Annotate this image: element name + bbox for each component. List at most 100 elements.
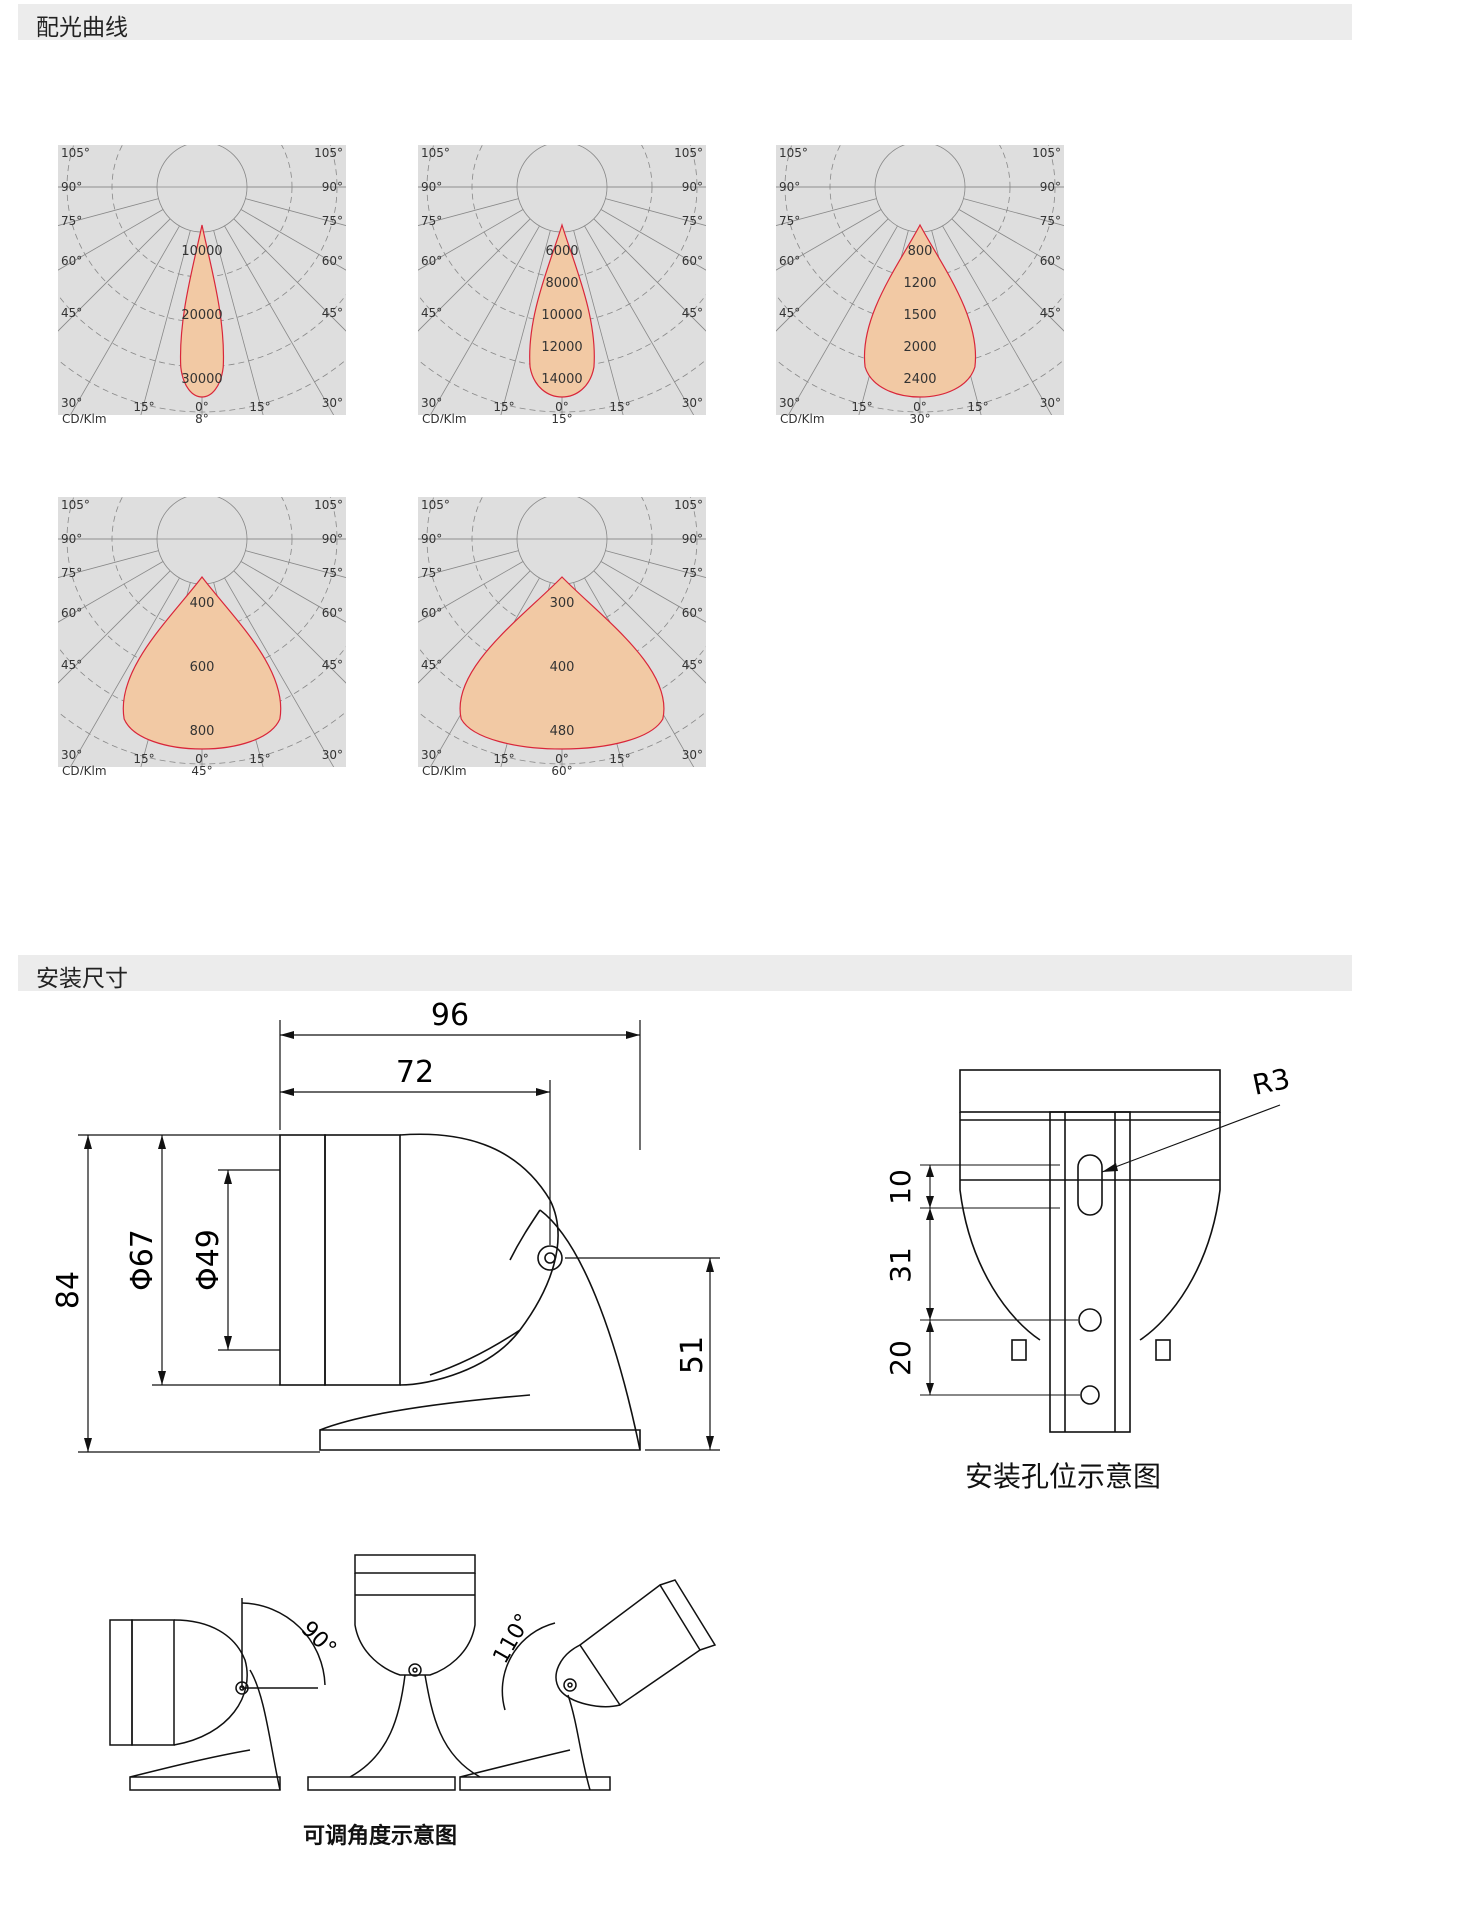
unit-label: CD/Klm bbox=[62, 412, 107, 423]
section-title: 安装尺寸 bbox=[36, 966, 128, 992]
angle-label-right: 45° bbox=[1040, 306, 1061, 320]
angle-label-left: 30° bbox=[779, 396, 800, 410]
ring-value-label: 10000 bbox=[541, 308, 582, 323]
beam-angle-label: 30° bbox=[909, 412, 930, 423]
angle-label-right: 30° bbox=[322, 396, 343, 410]
mounting-caption: 安装孔位示意图 bbox=[965, 1460, 1162, 1493]
angle-label-left: 90° bbox=[61, 180, 82, 194]
ring-value-label: 6000 bbox=[545, 244, 578, 259]
bottom-angle-center: 0° bbox=[913, 400, 927, 414]
dim-height-total: 84 bbox=[51, 1271, 86, 1309]
bottom-angle-left: 15° bbox=[133, 752, 154, 766]
beam-shape bbox=[863, 223, 977, 398]
bottom-angle-right: 15° bbox=[609, 752, 630, 766]
dim-diameter-inner: Φ49 bbox=[191, 1229, 226, 1291]
bottom-angle-center: 0° bbox=[555, 400, 569, 414]
ring-value-label: 800 bbox=[908, 244, 933, 259]
ring-value-label: 1500 bbox=[903, 308, 936, 323]
unit-label: CD/Klm bbox=[780, 412, 825, 423]
angle-90: 90° bbox=[296, 1617, 341, 1662]
angle-label-right: 60° bbox=[682, 606, 703, 620]
angle-label-right: 105° bbox=[674, 146, 703, 160]
angle-label-right: 60° bbox=[322, 606, 343, 620]
angle-label-left: 45° bbox=[421, 306, 442, 320]
angle-label-right: 45° bbox=[682, 306, 703, 320]
angle-label-right: 30° bbox=[682, 396, 703, 410]
bottom-angle-left: 15° bbox=[493, 400, 514, 414]
bottom-angle-center: 0° bbox=[555, 752, 569, 766]
angle-label-left: 75° bbox=[61, 214, 82, 228]
ring-value-label: 2000 bbox=[903, 340, 936, 355]
angle-label-left: 105° bbox=[779, 146, 808, 160]
dimension-drawing: 96 72 84 Φ67 Φ49 51 bbox=[51, 1000, 720, 1453]
angle-label-right: 75° bbox=[682, 214, 703, 228]
ring-value-label: 2400 bbox=[903, 372, 936, 387]
angle-label-left: 60° bbox=[779, 254, 800, 268]
mount-radius: R3 bbox=[1250, 1062, 1293, 1102]
ring-value-label: 8000 bbox=[545, 276, 578, 291]
angle-label-left: 30° bbox=[61, 748, 82, 762]
beam-angle-label: 8° bbox=[195, 412, 209, 423]
angle-label-left: 105° bbox=[421, 146, 450, 160]
angle-label-right: 105° bbox=[674, 498, 703, 512]
angle-label-left: 60° bbox=[421, 606, 442, 620]
ring-value-label: 14000 bbox=[541, 372, 582, 387]
angle-label-left: 105° bbox=[61, 146, 90, 160]
angle-label-left: 30° bbox=[421, 396, 442, 410]
section-header-installation: 安装尺寸 bbox=[18, 955, 1352, 992]
unit-label: CD/Klm bbox=[62, 764, 107, 775]
angle-label-right: 90° bbox=[322, 532, 343, 546]
bottom-angle-right: 15° bbox=[609, 400, 630, 414]
angle-label-right: 60° bbox=[1040, 254, 1061, 268]
beam-angle-label: 45° bbox=[191, 764, 212, 775]
ring-value-label: 12000 bbox=[541, 340, 582, 355]
angle-label-left: 45° bbox=[779, 306, 800, 320]
angle-label-right: 30° bbox=[1040, 396, 1061, 410]
adjustable-angle-diagram: 90° 110° bbox=[109, 1554, 717, 1791]
angle-label-left: 90° bbox=[61, 532, 82, 546]
angle-caption: 可调角度示意图 bbox=[303, 1824, 458, 1849]
dim-width-total: 96 bbox=[431, 1000, 469, 1033]
bottom-angle-left: 15° bbox=[133, 400, 154, 414]
bottom-angle-left: 15° bbox=[493, 752, 514, 766]
angle-label-right: 75° bbox=[322, 566, 343, 580]
bottom-angle-right: 15° bbox=[249, 752, 270, 766]
ring-value-label: 1200 bbox=[903, 276, 936, 291]
bottom-angle-center: 0° bbox=[195, 752, 209, 766]
angle-label-left: 60° bbox=[421, 254, 442, 268]
beam-shape bbox=[122, 576, 282, 750]
angle-label-left: 60° bbox=[61, 606, 82, 620]
ring-value-label: 300 bbox=[550, 596, 575, 611]
section-header-light-distribution: 配光曲线 bbox=[18, 4, 1352, 41]
angle-110: 110° bbox=[489, 1610, 537, 1668]
ring-value-label: 800 bbox=[190, 724, 215, 739]
angle-label-left: 60° bbox=[61, 254, 82, 268]
angle-label-right: 105° bbox=[314, 146, 343, 160]
angle-label-right: 75° bbox=[682, 566, 703, 580]
beam-angle-label: 15° bbox=[551, 412, 572, 423]
beam-angle-label: 60° bbox=[551, 764, 572, 775]
angle-label-right: 90° bbox=[682, 532, 703, 546]
mount-d2: 31 bbox=[884, 1247, 917, 1283]
beam-shape bbox=[529, 222, 595, 398]
angle-label-right: 45° bbox=[322, 658, 343, 672]
angle-label-right: 90° bbox=[682, 180, 703, 194]
ring-value-label: 30000 bbox=[181, 372, 222, 387]
angle-label-right: 75° bbox=[1040, 214, 1061, 228]
angle-label-right: 60° bbox=[682, 254, 703, 268]
section-title: 配光曲线 bbox=[36, 15, 128, 41]
ring-value-label: 10000 bbox=[181, 244, 222, 259]
angle-label-left: 30° bbox=[421, 748, 442, 762]
mounting-hole-diagram: R3 10 31 20 bbox=[884, 1062, 1293, 1433]
ring-value-label: 600 bbox=[190, 660, 215, 675]
angle-label-right: 45° bbox=[322, 306, 343, 320]
mount-d3: 20 bbox=[884, 1340, 917, 1376]
angle-label-left: 90° bbox=[779, 180, 800, 194]
angle-label-right: 90° bbox=[1040, 180, 1061, 194]
bottom-angle-center: 0° bbox=[195, 400, 209, 414]
polar-chart-15: 6000 8000 10000 12000 14000 105° 90° 75° 60° 45° 3… bbox=[418, 145, 706, 423]
